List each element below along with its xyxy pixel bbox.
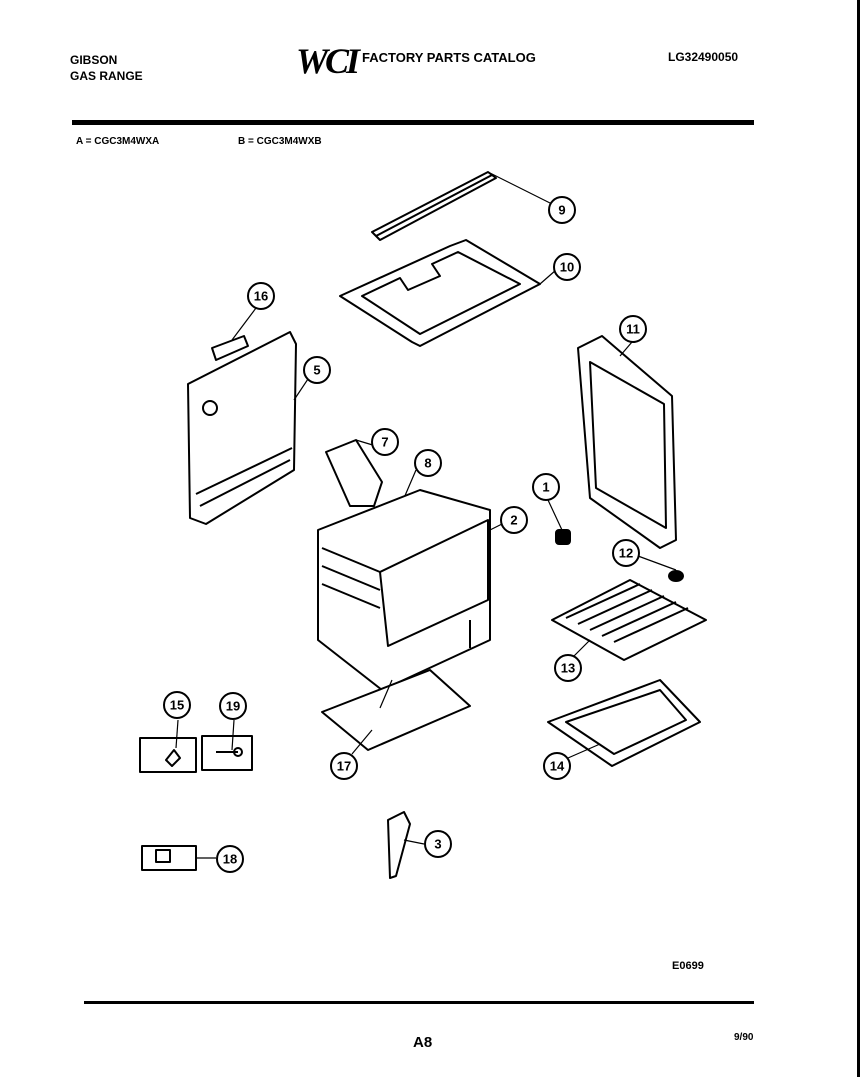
callout-2	[500, 506, 528, 534]
product-type: GAS RANGE	[70, 69, 143, 83]
document-number: LG32490050	[668, 50, 739, 64]
header-rule	[72, 120, 754, 125]
callout-label-19: 19	[226, 699, 240, 714]
callout-9	[548, 196, 576, 224]
callout-3	[424, 830, 452, 858]
part-11-door-frame	[577, 335, 677, 549]
model-b: B = CGC3M4WXB	[238, 136, 322, 147]
page-number: A8	[413, 1034, 433, 1051]
wci-logo: WCI	[296, 41, 360, 81]
callouts	[163, 196, 647, 873]
revision-date: 9/90	[734, 1032, 754, 1043]
part-3-burner-tube	[387, 811, 425, 879]
part-18-label-pack	[141, 845, 216, 871]
part-9-top-trim	[371, 171, 553, 241]
part-14-broiler-pan	[547, 679, 701, 767]
callout-8	[414, 449, 442, 477]
callout-label-15: 15	[170, 698, 184, 713]
callout-7	[371, 428, 399, 456]
callout-1	[532, 473, 560, 501]
callout-label-8: 8	[424, 456, 431, 471]
part-1-knob	[547, 499, 571, 545]
callout-label-13: 13	[561, 661, 575, 676]
callout-label-10: 10	[560, 260, 574, 275]
callout-19	[219, 692, 247, 720]
callout-14	[543, 752, 571, 780]
callout-13	[554, 654, 582, 682]
part-15-hardware-pack	[139, 719, 197, 773]
callout-11	[619, 315, 647, 343]
part-12-foot	[637, 555, 684, 582]
part-13-oven-rack	[551, 579, 707, 661]
callout-label-11: 11	[626, 322, 640, 337]
callout-label-16: 16	[254, 289, 268, 304]
callout-5	[303, 356, 331, 384]
callout-17	[330, 752, 358, 780]
part-2-oven-body	[317, 489, 503, 720]
callout-label-17: 17	[337, 759, 351, 774]
callout-label-7: 7	[381, 435, 388, 450]
callout-label-5: 5	[313, 363, 320, 378]
callout-10	[553, 253, 581, 281]
part-17-bottom-panel	[321, 669, 471, 755]
callout-label-14: 14	[550, 759, 565, 774]
catalog-title: FACTORY PARTS CATALOG	[362, 50, 536, 65]
part-5-side-panel	[187, 331, 311, 525]
callout-label-3: 3	[434, 837, 441, 852]
model-a: A = CGC3M4WXA	[76, 136, 160, 147]
part-19-screw-pack	[201, 719, 253, 771]
callout-18	[216, 845, 244, 873]
callout-label-18: 18	[223, 852, 237, 867]
callout-label-12: 12	[619, 546, 633, 561]
page-border-right	[857, 0, 860, 1077]
part-10-top-panel	[339, 239, 557, 347]
callout-12	[612, 539, 640, 567]
footer-rule	[84, 1001, 754, 1004]
illustration-code: E0699	[672, 960, 704, 972]
brand-name: GIBSON	[70, 53, 118, 67]
callout-16	[247, 282, 275, 310]
callout-15	[163, 691, 191, 719]
callout-label-9: 9	[558, 203, 565, 218]
part-16-bracket	[211, 307, 257, 361]
callout-label-2: 2	[510, 513, 517, 528]
brand-block: GIBSON GAS RANGE	[70, 52, 143, 84]
callout-label-1: 1	[542, 480, 549, 495]
